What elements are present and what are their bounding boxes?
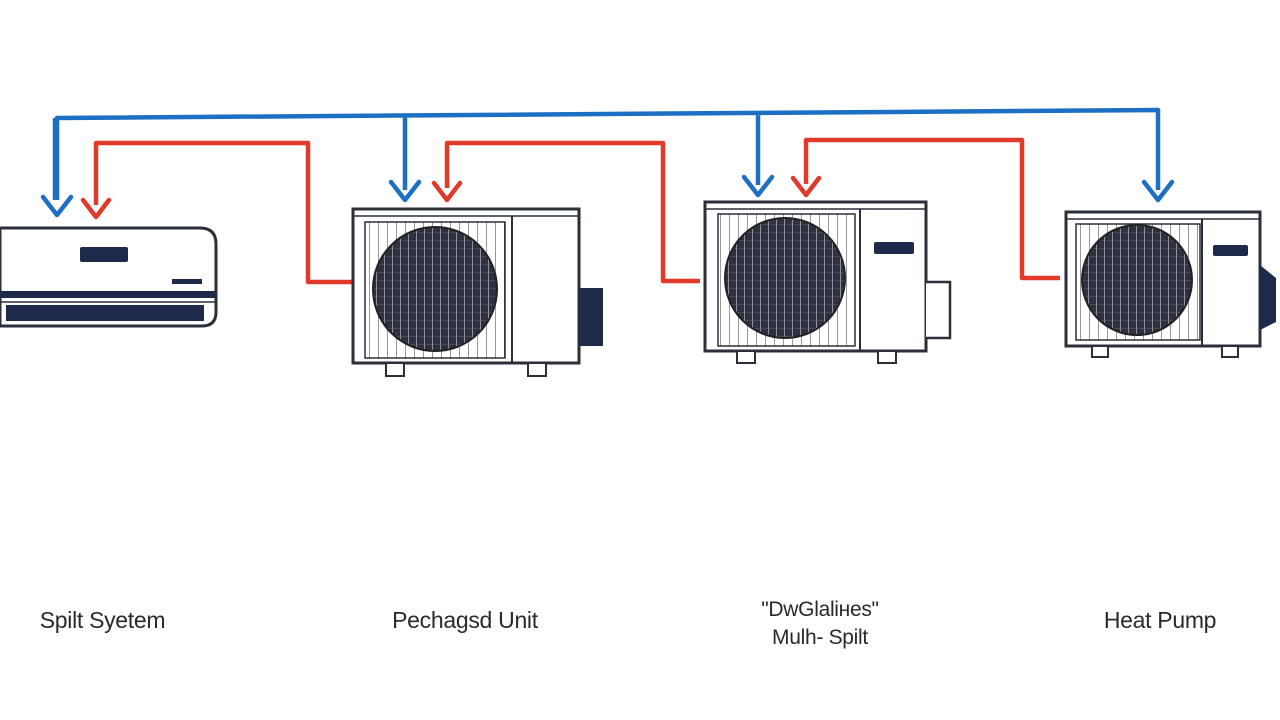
supply-main-line	[54, 107, 1161, 200]
return-line-2	[444, 140, 700, 284]
arrow-down-icon	[40, 194, 74, 218]
return-line-3	[803, 137, 1060, 281]
arrow-down-icon	[80, 197, 112, 220]
outdoor-condenser-unit-icon	[703, 200, 952, 364]
split-system-label: Spilt Syetem	[39, 607, 166, 633]
arrow-down-icon	[431, 180, 463, 203]
arrow-down-icon	[1141, 179, 1175, 203]
wall-mounted-indoor-unit-icon	[0, 226, 218, 328]
arrow-down-icon	[741, 174, 775, 198]
outdoor-condenser-unit-icon	[351, 207, 603, 377]
outdoor-condenser-unit-icon	[1064, 210, 1276, 358]
packaged-unit-label: Pechagsd Unit	[392, 607, 538, 633]
return-line-1	[93, 140, 352, 285]
arrow-down-icon	[388, 179, 422, 203]
ductless-mini-split-label: "DwGlaliнes" Mulh- Spilt	[761, 598, 879, 649]
arrow-down-icon	[790, 175, 822, 198]
heat-pump-label: Heat Pump	[1103, 607, 1217, 633]
